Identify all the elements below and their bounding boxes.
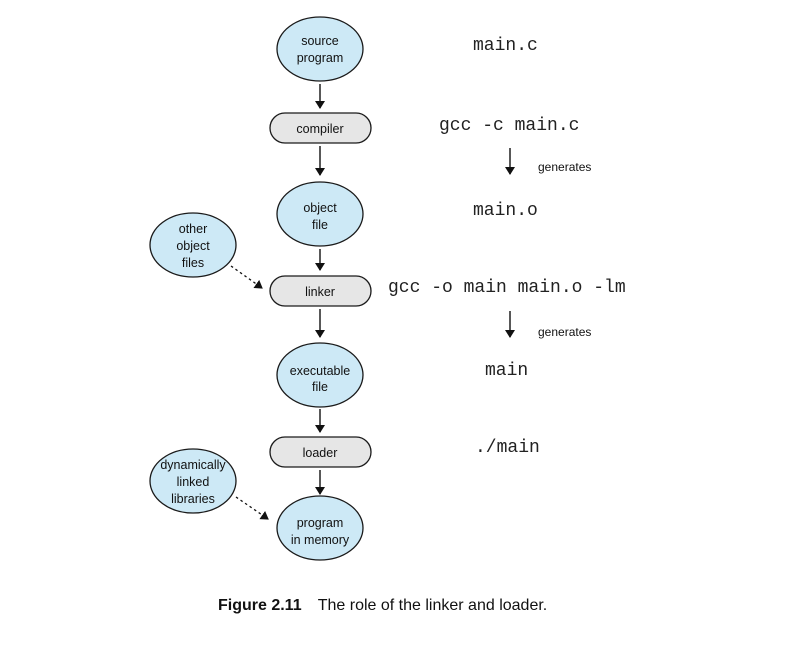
other-object-files-node: other object files [149, 212, 237, 278]
source-program-node: source program [276, 16, 364, 82]
svg-text:object: object [303, 201, 337, 215]
svg-text:file: file [312, 380, 328, 394]
object-file-node: object file [276, 181, 364, 247]
svg-text:dynamically: dynamically [160, 458, 226, 472]
svg-text:files: files [182, 256, 204, 270]
program-in-memory-node: program in memory [276, 495, 364, 561]
svg-text:libraries: libraries [171, 492, 215, 506]
command-gcc-compile: gcc -c main.c [439, 116, 579, 136]
svg-text:compiler: compiler [296, 122, 343, 136]
loader-node: loader [269, 436, 372, 468]
svg-text:source: source [301, 34, 339, 48]
svg-text:in memory: in memory [291, 533, 350, 547]
label-generates-2: generates [538, 325, 591, 339]
command-main: main [485, 361, 528, 381]
label-generates-1: generates [538, 160, 591, 174]
svg-text:program: program [297, 516, 344, 530]
svg-text:loader: loader [303, 446, 338, 460]
svg-text:other: other [179, 222, 208, 236]
command-gcc-link: gcc -o main main.o -lm [388, 278, 626, 298]
svg-text:object: object [176, 239, 210, 253]
command-main-o: main.o [473, 201, 538, 221]
linker-node: linker [269, 275, 372, 307]
arrow-libraries-to-memory [235, 496, 269, 520]
svg-text:executable: executable [290, 364, 351, 378]
command-run: ./main [475, 438, 540, 458]
dynamically-linked-libraries-node: dynamically linked libraries [149, 448, 237, 514]
figure-number: Figure 2.11 [218, 597, 302, 614]
svg-text:linked: linked [177, 475, 210, 489]
executable-file-node: executable file [276, 342, 364, 408]
figure-title: The role of the linker and loader. [318, 597, 547, 614]
compiler-node: compiler [269, 112, 372, 144]
arrow-other-objects-to-linker [230, 265, 263, 289]
svg-text:program: program [297, 51, 344, 65]
figure-caption: Figure 2.11 The role of the linker and l… [218, 597, 547, 614]
command-main-c: main.c [473, 36, 538, 56]
svg-text:file: file [312, 218, 328, 232]
svg-text:linker: linker [305, 285, 335, 299]
